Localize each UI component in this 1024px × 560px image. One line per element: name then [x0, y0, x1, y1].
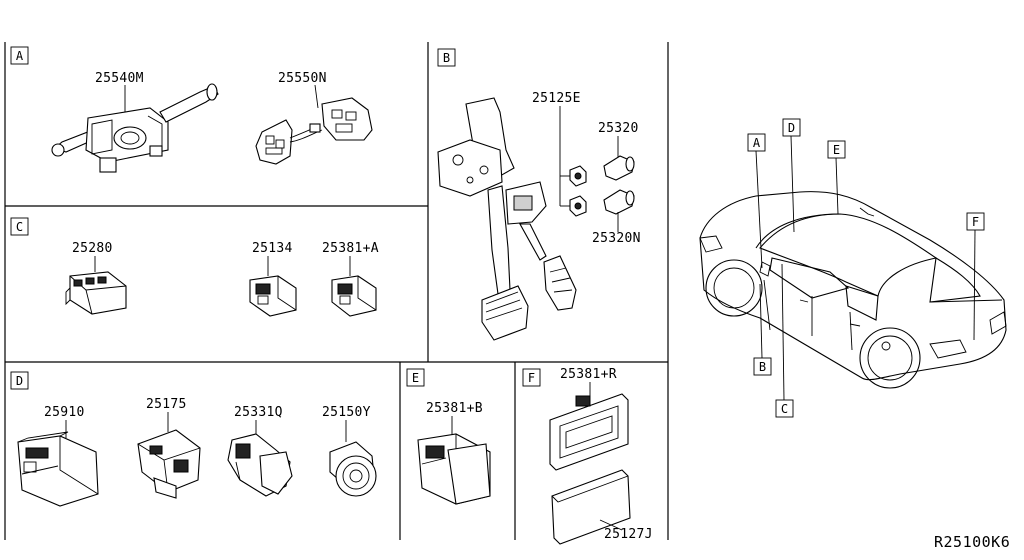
- vehicle-callout-e: E: [827, 140, 846, 215]
- part-25280[interactable]: 25280: [65, 241, 127, 315]
- part-25381-b[interactable]: 25381+B: [417, 401, 491, 505]
- svg-text:F: F: [528, 371, 535, 385]
- part-25550n[interactable]: 25550N: [255, 71, 373, 165]
- part-number-25381-r: 25381+R: [560, 367, 617, 382]
- section-dividers: [4, 42, 669, 540]
- part-number-25320n: 25320N: [592, 231, 641, 246]
- part-25175[interactable]: 25175: [137, 397, 201, 499]
- svg-text:B: B: [443, 51, 450, 65]
- section-label-c: C: [10, 217, 29, 236]
- svg-text:E: E: [412, 371, 419, 385]
- vehicle-callout-d: D: [782, 118, 801, 233]
- svg-text:C: C: [16, 220, 23, 234]
- part-number-25381-b: 25381+B: [426, 401, 483, 416]
- section-label-d: D: [10, 371, 29, 390]
- svg-text:E: E: [833, 143, 840, 157]
- part-25381-a[interactable]: 25381+A: [322, 241, 379, 317]
- part-number-25331q: 25331Q: [234, 405, 283, 420]
- diagram-id: R25100K6: [934, 533, 1010, 551]
- part-number-25127j: 25127J: [604, 527, 653, 542]
- part-25331q[interactable]: 25331Q: [227, 405, 293, 497]
- part-25150y[interactable]: 25150Y: [322, 405, 377, 497]
- part-number-25134: 25134: [252, 241, 293, 256]
- part-25320n[interactable]: 25320N: [592, 189, 641, 246]
- part-25127j[interactable]: 25127J: [551, 469, 653, 545]
- section-label-e: E: [406, 368, 425, 387]
- section-label-f: F: [522, 368, 541, 387]
- part-number-25320: 25320: [598, 121, 639, 136]
- section-label-a: A: [10, 46, 29, 65]
- part-25125e[interactable]: 25125E: [532, 91, 587, 217]
- vehicle-callout-f: F: [966, 212, 985, 341]
- part-25134[interactable]: 25134: [249, 241, 297, 317]
- svg-text:A: A: [16, 49, 24, 63]
- svg-text:D: D: [788, 121, 795, 135]
- part-number-25550n: 25550N: [278, 71, 327, 86]
- svg-text:A: A: [753, 136, 761, 150]
- part-number-25125e: 25125E: [532, 91, 581, 106]
- vehicle-callout-c: C: [775, 263, 794, 418]
- svg-text:C: C: [781, 402, 788, 416]
- part-pedal-assembly[interactable]: [437, 97, 577, 341]
- part-25540m[interactable]: 25540M: [51, 71, 219, 173]
- part-25320[interactable]: 25320: [598, 121, 639, 181]
- vehicle-callout-b: B: [753, 283, 772, 376]
- svg-text:F: F: [972, 215, 979, 229]
- part-25381-r[interactable]: 25381+R: [549, 367, 629, 471]
- svg-text:B: B: [759, 360, 766, 374]
- part-25910[interactable]: 25910: [17, 405, 99, 507]
- svg-text:D: D: [16, 374, 23, 388]
- part-number-25150y: 25150Y: [322, 405, 371, 420]
- part-number-25280: 25280: [72, 241, 113, 256]
- part-number-25910: 25910: [44, 405, 85, 420]
- part-number-25381-a: 25381+A: [322, 241, 379, 256]
- vehicle-outline: [699, 191, 1007, 389]
- part-number-25540m: 25540M: [95, 71, 144, 86]
- part-number-25175: 25175: [146, 397, 187, 412]
- section-label-b: B: [437, 48, 456, 67]
- vehicle-callout-a: A: [747, 133, 766, 269]
